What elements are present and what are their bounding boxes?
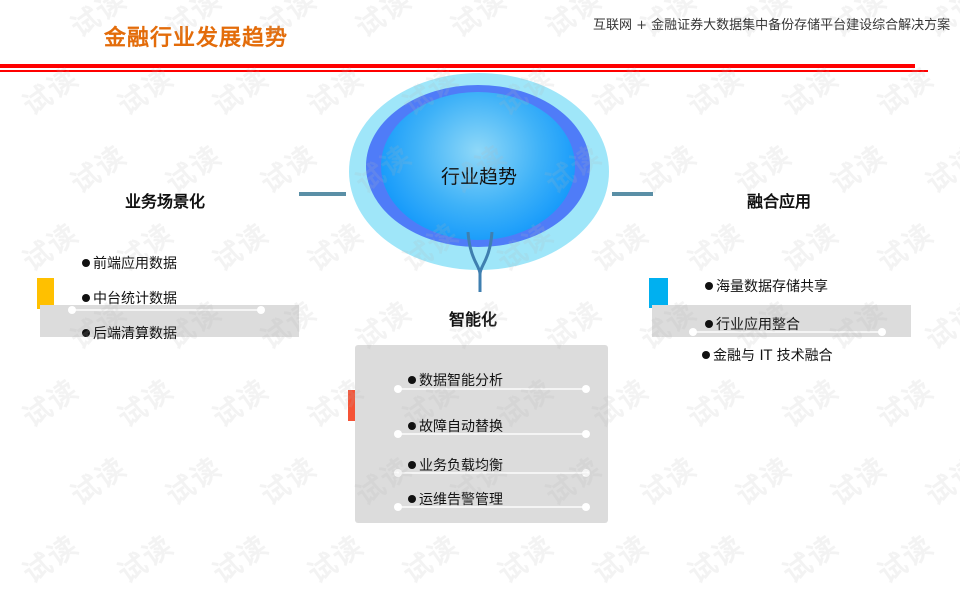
list-item-intelligent: 运维告警管理 (408, 489, 503, 509)
rail-dot (394, 503, 402, 511)
item-label: 后端清算数据 (93, 326, 177, 342)
accent-bar-blue (649, 278, 668, 308)
watermark-text: 试读 (776, 528, 845, 590)
intelligent-rail (398, 506, 586, 508)
page-title: 金融行业发展趋势 (104, 26, 289, 51)
header-rule-thick (0, 64, 915, 68)
item-label: 运维告警管理 (419, 492, 503, 508)
rail-dot (689, 328, 697, 336)
bullet-icon (82, 294, 90, 302)
fusion-rail (695, 331, 885, 333)
center-label: 行业趋势 (440, 166, 517, 188)
watermark-text: 试读 (254, 450, 323, 512)
watermark-text: 试读 (824, 450, 893, 512)
watermark-text: 试读 (159, 450, 228, 512)
rail-dot (582, 503, 590, 511)
list-item-fusion: 金融与 IT 技术融合 (702, 345, 833, 365)
rail-dot (68, 306, 76, 314)
document-subtitle: 互联网 + 金融证券大数据集中备份存储平台建设综合解决方案 (593, 18, 951, 33)
watermark-text: 试读 (681, 372, 750, 434)
connector-left (299, 192, 346, 196)
watermark-text: 试读 (301, 216, 370, 278)
item-label: 金融与 IT 技术融合 (713, 348, 833, 364)
bullet-icon (705, 320, 713, 328)
watermark-text: 试读 (586, 216, 655, 278)
item-label: 中台统计数据 (93, 291, 177, 307)
watermark-text: 试读 (824, 138, 893, 200)
watermark-text: 试读 (444, 0, 513, 44)
watermark-text: 试读 (16, 528, 85, 590)
watermark-text: 试读 (16, 372, 85, 434)
watermark-text: 试读 (919, 450, 960, 512)
item-label: 前端应用数据 (93, 256, 177, 272)
watermark-text: 试读 (634, 450, 703, 512)
list-item-fusion: 行业应用整合 (705, 314, 800, 334)
bullet-icon (408, 376, 416, 384)
bullet-icon (82, 259, 90, 267)
list-item-intelligent: 数据智能分析 (408, 370, 503, 390)
watermark-text: 试读 (64, 450, 133, 512)
rail-dot (582, 385, 590, 393)
watermark-text: 试读 (206, 216, 275, 278)
intelligent-rail (398, 388, 586, 390)
watermark-text: 试读 (776, 216, 845, 278)
accent-bar-yellow (37, 278, 54, 309)
watermark-text: 试读 (301, 528, 370, 590)
list-item-scenario: 后端清算数据 (82, 323, 177, 343)
fork-connector-icon (466, 232, 494, 292)
list-item-fusion: 海量数据存储共享 (705, 276, 828, 296)
watermark-text: 试读 (681, 216, 750, 278)
watermark-text: 试读 (681, 528, 750, 590)
rail-dot (582, 430, 590, 438)
watermark-text: 试读 (111, 528, 180, 590)
list-item-intelligent: 故障自动替换 (408, 416, 503, 436)
watermark-text: 试读 (349, 0, 418, 44)
bullet-icon (408, 422, 416, 430)
list-item-intelligent: 业务负载均衡 (408, 455, 503, 475)
watermark-text: 试读 (16, 216, 85, 278)
watermark-text: 试读 (871, 216, 940, 278)
watermark-text: 试读 (729, 450, 798, 512)
item-label: 业务负载均衡 (419, 458, 503, 474)
header-rule-thin (0, 70, 928, 72)
watermark-text: 试读 (206, 372, 275, 434)
rail-dot (257, 306, 265, 314)
intelligent-rail (398, 433, 586, 435)
watermark-text: 试读 (206, 528, 275, 590)
watermark-text: 试读 (111, 372, 180, 434)
watermark-text: 试读 (919, 138, 960, 200)
watermark-text: 试读 (64, 138, 133, 200)
section-heading-fusion: 融合应用 (747, 192, 812, 211)
rail-dot (878, 328, 886, 336)
item-label: 故障自动替换 (419, 419, 503, 435)
watermark-text: 试读 (871, 372, 940, 434)
item-label: 行业应用整合 (716, 317, 800, 333)
accent-bar-red (348, 390, 356, 421)
bullet-icon (408, 495, 416, 503)
bullet-icon (705, 282, 713, 290)
watermark-text: 试读 (919, 294, 960, 356)
rail-dot (394, 469, 402, 477)
section-heading-intelligent: 智能化 (449, 310, 498, 329)
item-label: 海量数据存储共享 (716, 279, 828, 295)
rail-dot (582, 469, 590, 477)
rail-dot (394, 430, 402, 438)
watermark-text: 试读 (396, 528, 465, 590)
watermark-text: 试读 (491, 528, 560, 590)
list-item-scenario: 前端应用数据 (82, 253, 177, 273)
trend-ellipse-inner (381, 92, 575, 240)
watermark-text: 试读 (586, 528, 655, 590)
watermark-text: 试读 (871, 528, 940, 590)
intelligent-rail (398, 472, 586, 474)
scenario-rail (72, 309, 262, 311)
bullet-icon (408, 461, 416, 469)
rail-dot (394, 385, 402, 393)
section-heading-scenario: 业务场景化 (125, 192, 206, 211)
item-label: 数据智能分析 (419, 373, 503, 389)
watermark-text: 试读 (776, 372, 845, 434)
bullet-icon (702, 351, 710, 359)
connector-right (612, 192, 653, 196)
list-item-scenario: 中台统计数据 (82, 288, 177, 308)
bullet-icon (82, 329, 90, 337)
